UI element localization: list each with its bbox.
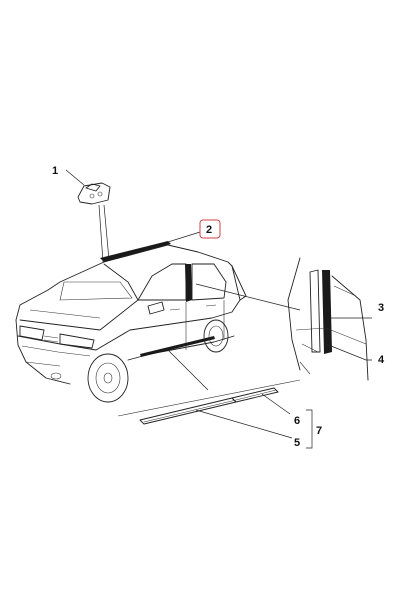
zoom-detail [287,257,369,381]
leader-5 [195,409,293,439]
part-2-roof-rail [100,241,171,262]
car-body [15,244,247,403]
callout-7: 7 [316,425,322,437]
leader-2 [167,231,201,243]
leader-4 [325,343,372,361]
leader-clip-to-rail [98,204,110,263]
leader-1 [65,169,85,186]
callout-3: 3 [378,302,384,314]
callout-2-box [199,219,221,239]
callout-2: 2 [206,224,212,236]
callout-4: 4 [378,354,385,366]
part-5-6-mouldings [117,379,301,425]
leader-moulding [167,349,209,391]
bracket-7 [306,409,313,449]
leader-6 [261,393,291,415]
leader-window-to-zoom [195,283,301,311]
callout-1: 1 [52,165,58,177]
callout-6: 6 [294,415,300,427]
part-1-clip [77,182,111,205]
callout-5: 5 [294,437,300,449]
